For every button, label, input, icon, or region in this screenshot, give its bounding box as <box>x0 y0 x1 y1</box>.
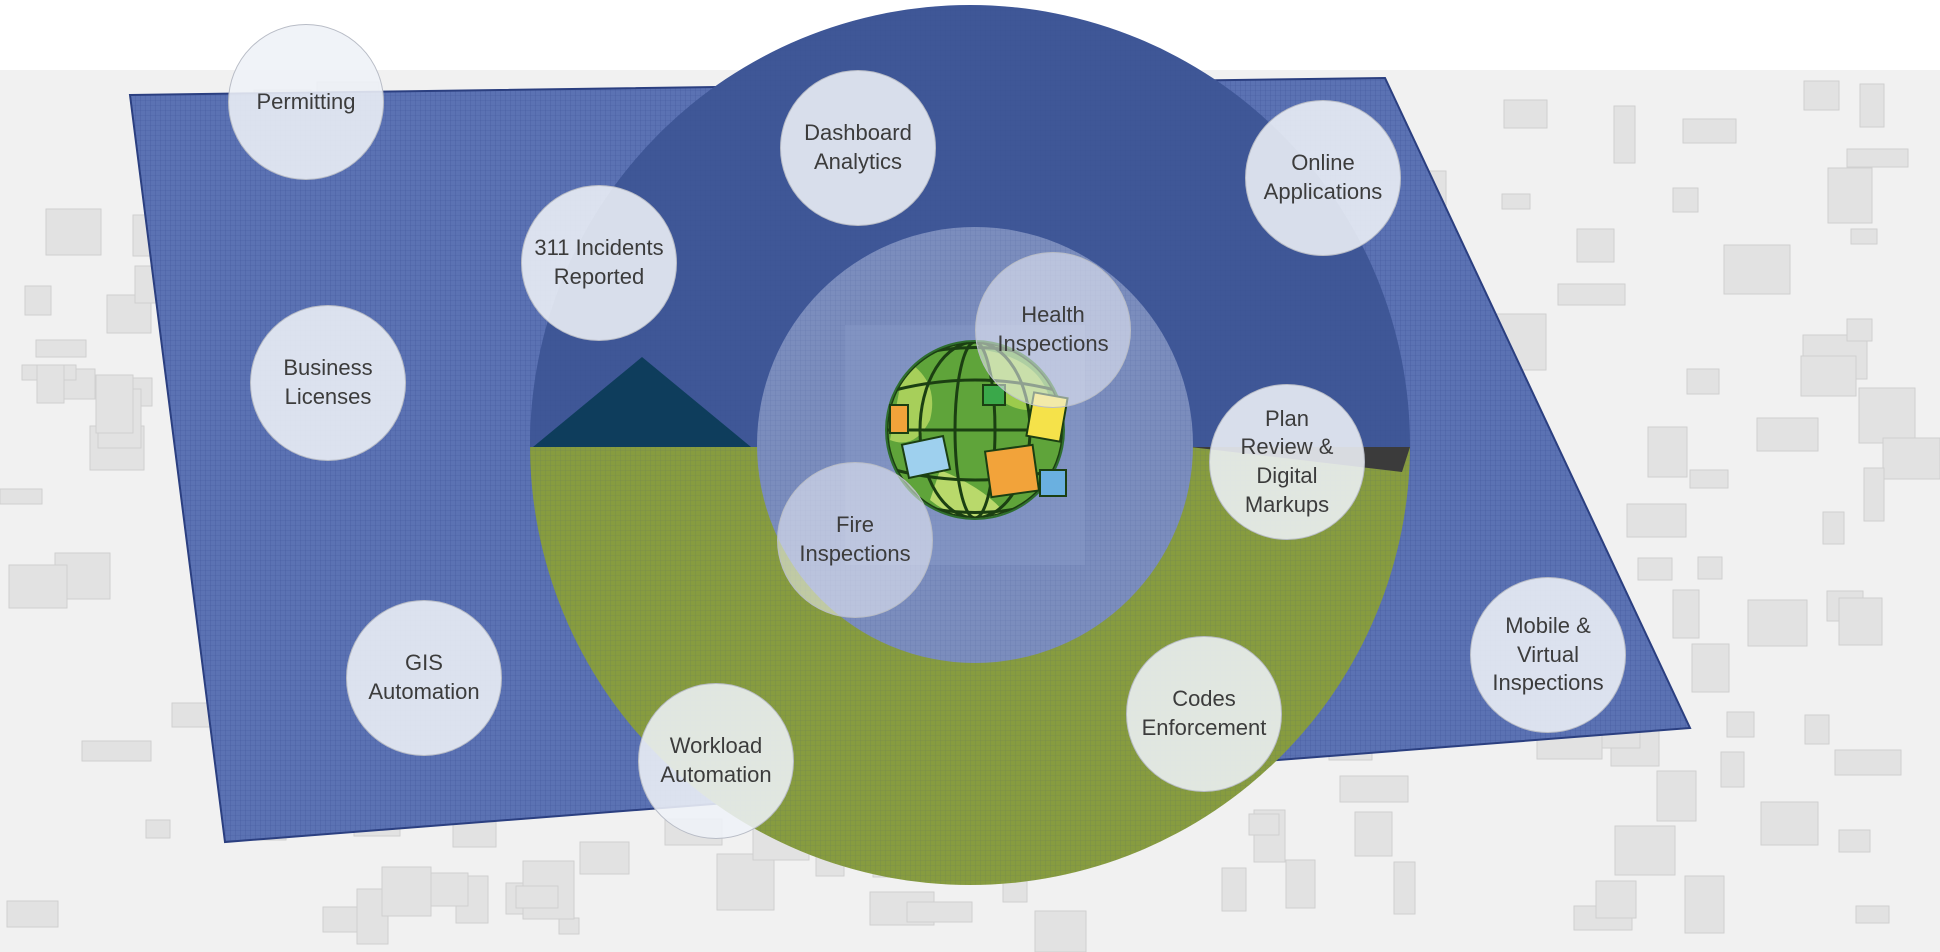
city-block <box>1846 318 1873 342</box>
city-block <box>1503 99 1548 129</box>
bubble-label: Permitting <box>256 88 356 114</box>
city-block <box>24 285 52 316</box>
city-block <box>1720 751 1745 788</box>
city-block <box>1756 417 1819 452</box>
bubble-label: Fire Inspections <box>799 512 911 566</box>
city-block <box>45 208 102 256</box>
city-block <box>1850 228 1878 245</box>
city-block <box>1846 148 1909 168</box>
bubble-label: Health Inspections <box>997 302 1109 356</box>
city-block <box>145 819 171 839</box>
bubble-label: 311 Incidents Reported <box>534 235 664 289</box>
bubble-health-inspections[interactable]: Health Inspections <box>975 252 1131 408</box>
city-block <box>1034 910 1087 952</box>
city-block <box>1760 801 1819 846</box>
city-block <box>906 901 973 923</box>
city-block <box>1672 187 1699 213</box>
city-block <box>1557 283 1626 306</box>
city-block <box>1697 556 1723 580</box>
bubble-label: Plan Review & Digital Markups <box>1240 405 1334 517</box>
city-block <box>1838 597 1883 646</box>
city-block <box>1672 589 1700 639</box>
city-block <box>1800 355 1857 397</box>
bubble-plan-review-digital-markups[interactable]: Plan Review & Digital Markups <box>1209 384 1365 540</box>
city-block <box>1393 861 1416 915</box>
city-block <box>1285 859 1316 909</box>
city-block <box>1221 867 1247 912</box>
city-block <box>716 853 775 911</box>
city-block <box>6 900 59 928</box>
city-block <box>430 872 469 907</box>
city-block <box>36 364 65 404</box>
city-block <box>1804 714 1830 745</box>
city-block <box>1248 813 1280 836</box>
bubble-online-applications[interactable]: Online Applications <box>1245 100 1401 256</box>
city-block <box>1682 118 1737 144</box>
city-block <box>1613 105 1636 164</box>
city-block <box>1858 387 1916 444</box>
bubble-label: Business Licenses <box>283 355 373 409</box>
city-block <box>1576 228 1615 263</box>
city-block <box>1689 469 1729 489</box>
city-block <box>1686 368 1720 395</box>
city-block <box>81 740 152 762</box>
city-block <box>558 917 580 935</box>
city-block <box>1822 511 1845 545</box>
city-block <box>1834 749 1902 776</box>
city-block <box>1339 775 1409 803</box>
bubble-311-incidents-reported[interactable]: 311 Incidents Reported <box>521 185 677 341</box>
city-block <box>1827 167 1873 224</box>
city-block <box>95 374 134 434</box>
bubble-mobile-virtual-inspections[interactable]: Mobile & Virtual Inspections <box>1470 577 1626 733</box>
city-block <box>1803 80 1840 111</box>
bubble-label: Dashboard Analytics <box>804 120 912 174</box>
city-block <box>1863 467 1885 522</box>
bubble-gis-automation[interactable]: GIS Automation <box>346 600 502 756</box>
bubble-label: Online Applications <box>1263 150 1383 204</box>
city-block <box>1354 811 1393 857</box>
city-block <box>1637 557 1673 581</box>
bubble-label: GIS Automation <box>368 650 480 704</box>
city-block <box>1626 503 1687 538</box>
city-block <box>0 488 43 505</box>
city-block <box>579 841 630 875</box>
bubble-codes-enforcement[interactable]: Codes Enforcement <box>1126 636 1282 792</box>
bubble-fire-inspections[interactable]: Fire Inspections <box>777 462 933 618</box>
city-block <box>8 564 68 609</box>
city-block <box>452 821 497 848</box>
city-block <box>1595 880 1637 919</box>
city-block <box>1838 829 1871 853</box>
bubble-label: Codes Enforcement <box>1141 686 1267 740</box>
city-block <box>1855 905 1890 924</box>
city-block <box>1691 643 1730 693</box>
city-block <box>1882 437 1940 480</box>
city-block <box>1656 770 1697 822</box>
city-block <box>1614 825 1676 876</box>
city-block <box>515 885 559 909</box>
bubble-dashboard-analytics[interactable]: Dashboard Analytics <box>780 70 936 226</box>
bubble-label: Mobile & Virtual Inspections <box>1492 613 1604 696</box>
city-block <box>1859 83 1885 128</box>
city-block <box>1723 244 1791 295</box>
bubble-business-licenses[interactable]: Business Licenses <box>250 305 406 461</box>
city-block <box>106 294 152 334</box>
bubble-permitting[interactable]: Permitting <box>228 24 384 180</box>
city-block <box>35 339 87 358</box>
dark-triangle-left <box>533 357 751 447</box>
city-block <box>1747 599 1808 647</box>
city-block <box>381 866 432 917</box>
city-block <box>1647 426 1688 478</box>
bubble-workload-automation[interactable]: Workload Automation <box>638 683 794 839</box>
bubble-label: Workload Automation <box>660 733 772 787</box>
city-block <box>1501 193 1531 210</box>
city-block <box>1726 711 1755 738</box>
city-block <box>1684 875 1725 934</box>
